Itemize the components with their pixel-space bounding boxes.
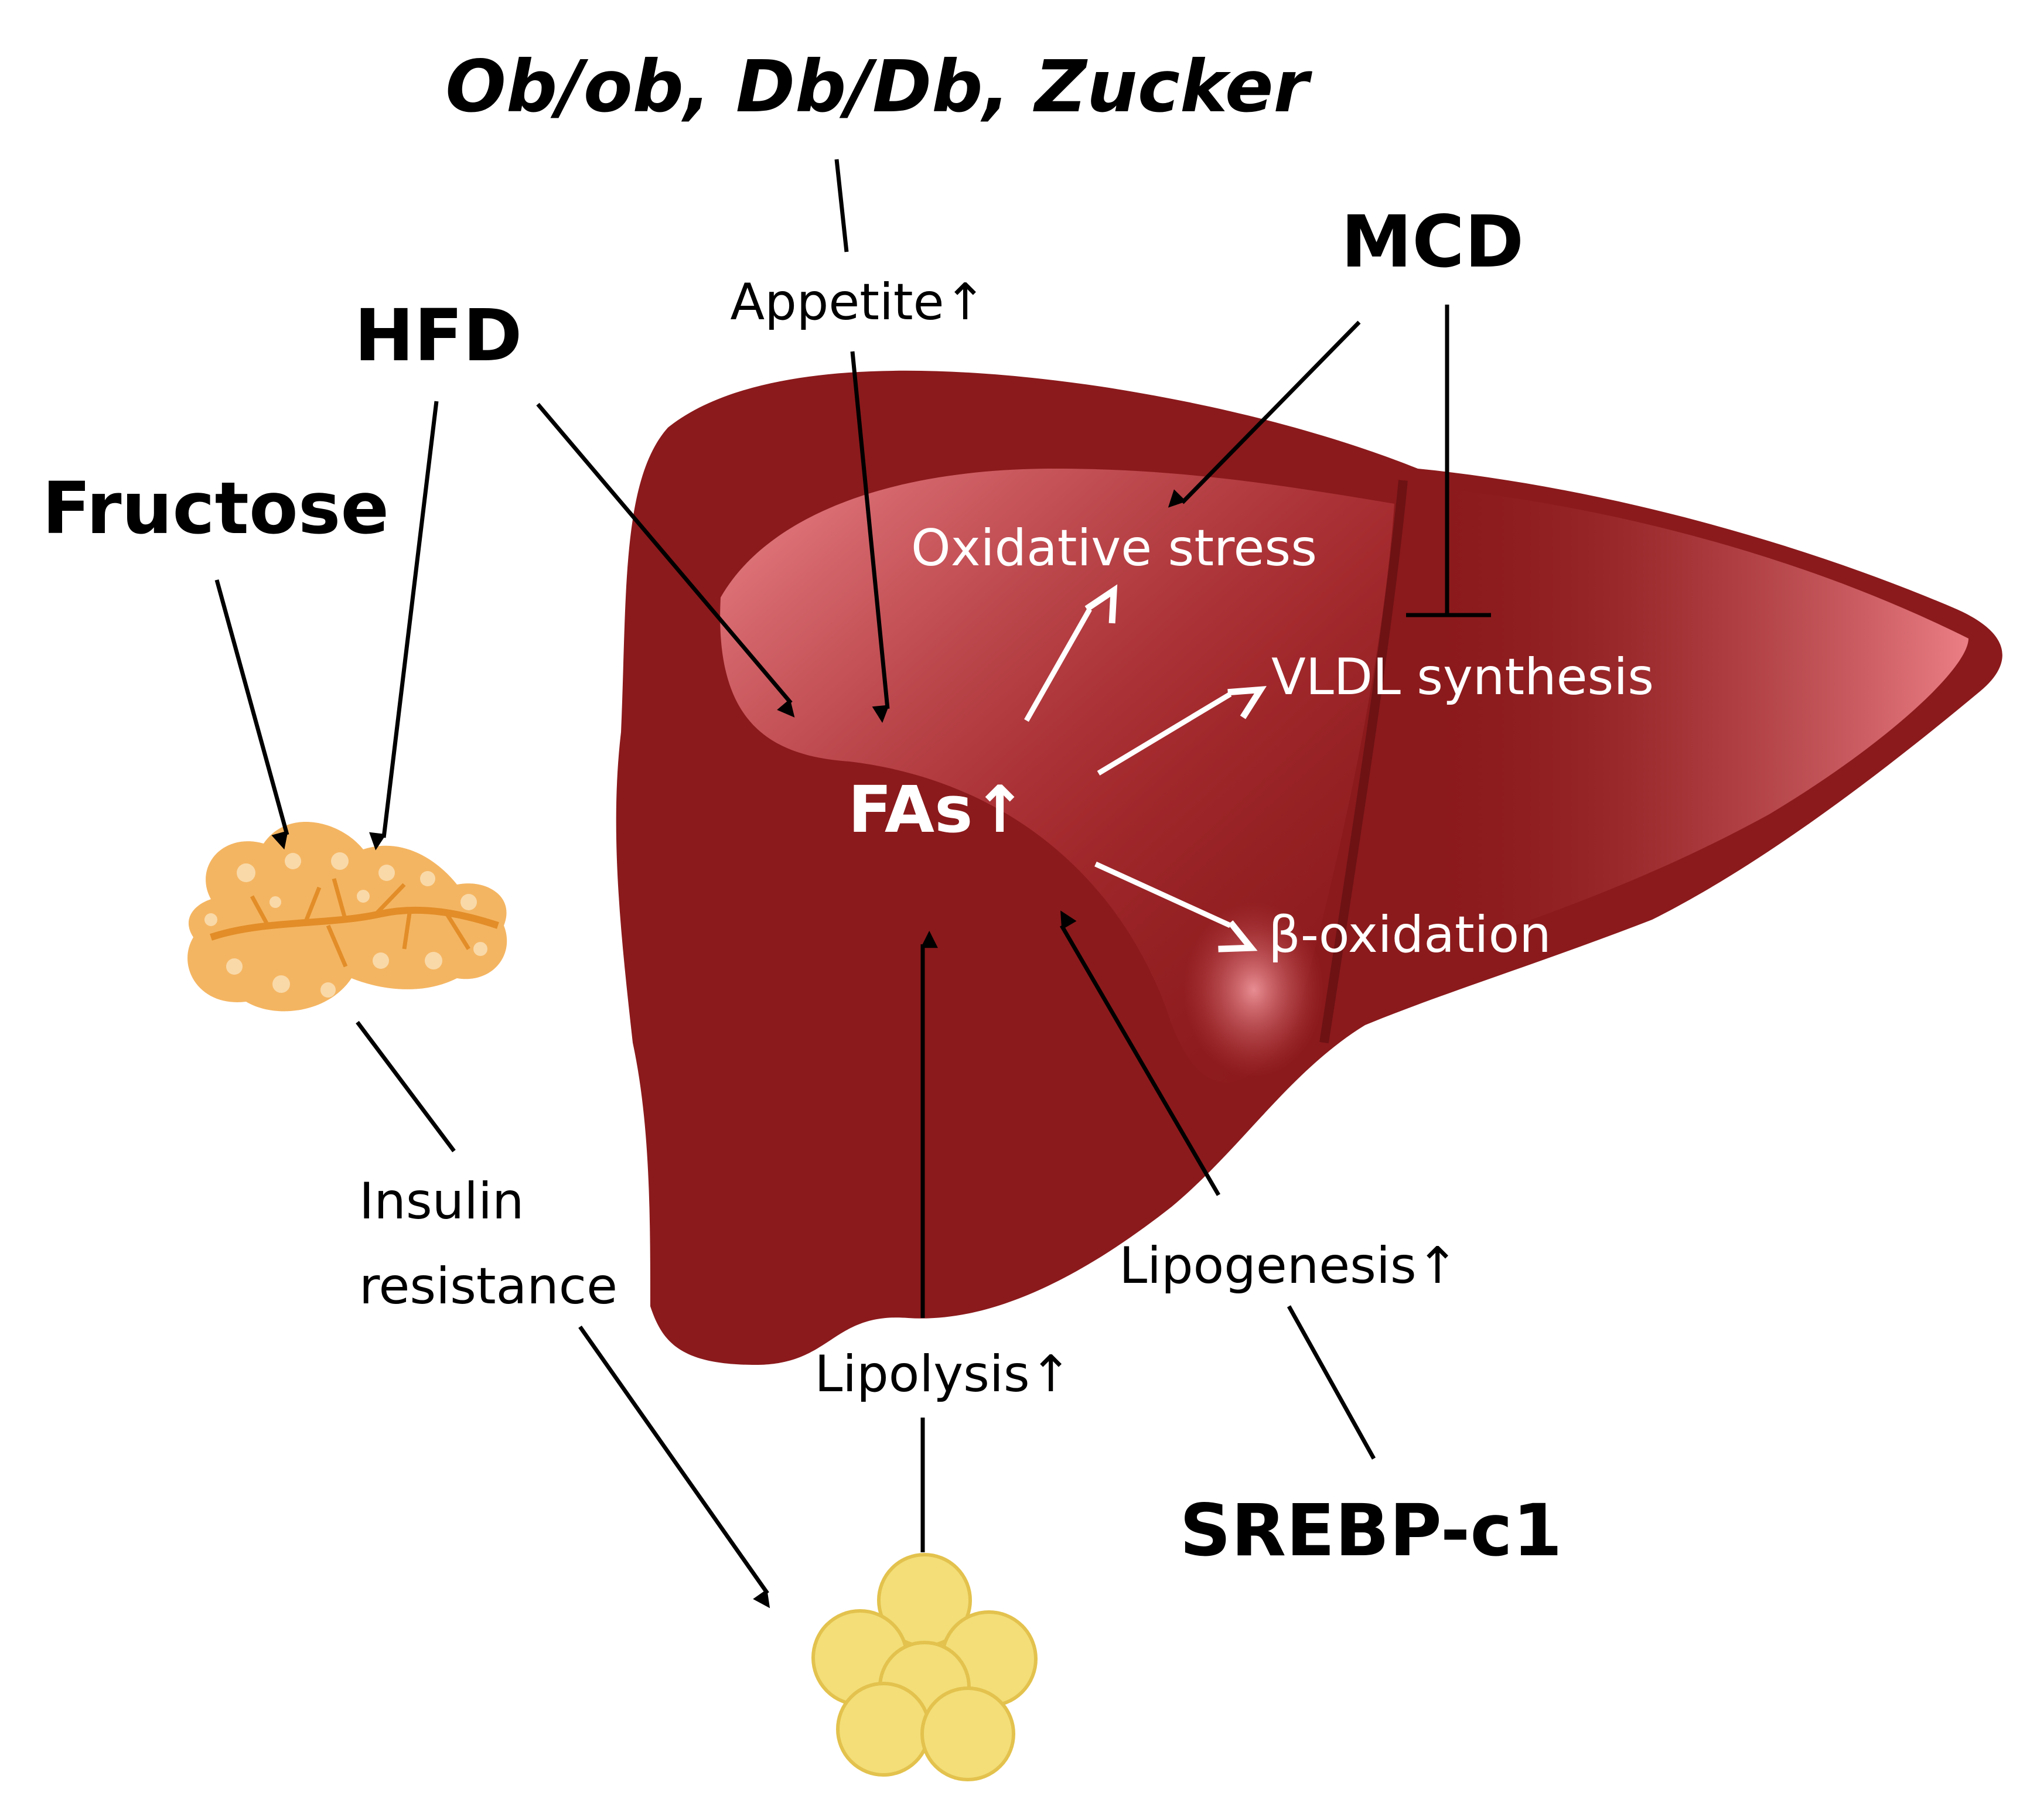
appetite-label: Appetite↑ (730, 273, 986, 332)
fructose-label: Fructose (42, 467, 389, 550)
hfd-to-fas-arrow (536, 402, 795, 718)
fas-to-vldl-arrow (1097, 686, 1267, 776)
fructose-to-pancreas-arrow (214, 579, 289, 850)
pancreas-duct-branches (250, 878, 470, 968)
insulin-to-adipose-arrow (578, 1325, 770, 1609)
beta-oxidation-label: β-oxidation (1268, 906, 1551, 964)
fas-to-beta-oxidation-arrow (1094, 861, 1258, 952)
genetic-models-label: Ob/ob, Db/Db, Zucker (445, 45, 1312, 128)
mcd-to-oxidative-stress-arrow (1168, 320, 1361, 508)
vldl-synthesis-label: VLDL synthesis (1271, 648, 1654, 706)
white-arrows (1024, 584, 1267, 952)
hfd-to-pancreas-arrow (369, 401, 439, 851)
pancreas-to-insulin-line (356, 1020, 456, 1153)
lipogenesis-to-fas-arrow (1059, 910, 1221, 1196)
black-connectors (214, 159, 1491, 1609)
lipolysis-label: Lipolysis↑ (814, 1345, 1072, 1404)
pancreas-illustration (187, 821, 507, 1012)
hfd-label: HFD (354, 294, 523, 377)
insulin-resistance-label-line1: Insulin (359, 1172, 524, 1231)
oxidative-stress-label: Oxidative stress (911, 519, 1317, 578)
srebp-c1-label: SREBP-c1 (1179, 1489, 1562, 1572)
fatty-acids-label: FAs↑ (848, 772, 1026, 847)
fas-to-oxidative-stress-arrow (1024, 584, 1118, 722)
liver-fissure (1319, 480, 1408, 1044)
pancreas-dots (204, 852, 487, 998)
mcd-label: MCD (1341, 200, 1524, 284)
lipogenesis-label: Lipogenesis↑ (1119, 1237, 1459, 1295)
appetite-to-fas-arrow (850, 351, 890, 723)
srebp-to-lipogenesis-line (1287, 1305, 1376, 1460)
genetic-to-appetite-line (834, 159, 849, 252)
liver-right-lobe-gloss (1418, 486, 1968, 955)
insulin-resistance-label-line2: resistance (359, 1257, 617, 1316)
adipose-tissue-illustration (811, 1553, 1038, 1781)
